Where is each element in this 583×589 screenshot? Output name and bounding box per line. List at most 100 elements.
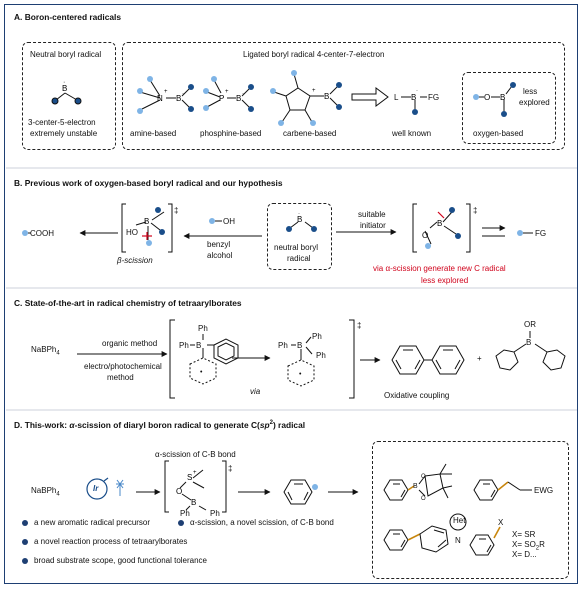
svg-text:B: B bbox=[62, 84, 67, 93]
svg-text:B: B bbox=[437, 219, 442, 228]
cooh-dot bbox=[22, 230, 28, 236]
amine-based-structure: N+ B· bbox=[137, 76, 194, 114]
oh-label: OH bbox=[223, 217, 235, 226]
section-c-title: C. State-of-the-art in radical chemistry… bbox=[14, 298, 242, 308]
svg-text:N: N bbox=[157, 94, 163, 103]
neutral-boryl-box bbox=[22, 42, 116, 150]
bullet-text-4: broad substrate scope, good functional t… bbox=[34, 556, 208, 565]
svg-text:B: B bbox=[144, 217, 149, 226]
ph-c2: Ph bbox=[179, 341, 189, 350]
dagger-c: ‡ bbox=[357, 321, 362, 330]
pyridine-n-label: N bbox=[455, 536, 461, 545]
carbene-based-structure: B+ bbox=[270, 70, 342, 126]
biphenyl-structure bbox=[391, 345, 465, 375]
bracket-c-left bbox=[169, 319, 175, 399]
svg-text:·: · bbox=[416, 88, 418, 94]
organic-method-label: organic method bbox=[102, 339, 158, 348]
oxidative-coupling-label: Oxidative coupling bbox=[384, 391, 450, 400]
light-bulb-icon bbox=[116, 479, 124, 496]
svg-text:O: O bbox=[421, 496, 426, 502]
radical-label-b: radical bbox=[287, 254, 311, 263]
svg-text:•: • bbox=[299, 371, 302, 378]
bracket-c-right bbox=[349, 319, 355, 399]
oxygen-based-label: oxygen-based bbox=[473, 129, 524, 138]
bullet-dot-3 bbox=[22, 539, 28, 545]
ligated-boryl-box bbox=[122, 42, 565, 150]
products-box bbox=[372, 441, 569, 579]
bracket-d-left bbox=[164, 460, 169, 513]
product-pyridine bbox=[383, 513, 467, 553]
electro-label-1: electro/photochemical bbox=[84, 362, 162, 371]
section-d-title: D. This-work: α-scission of diaryl boron… bbox=[14, 419, 306, 430]
fg-label-a: FG bbox=[428, 93, 440, 102]
svg-text:O: O bbox=[422, 231, 428, 240]
section-a-title: A. Boron-centered radicals bbox=[14, 12, 122, 22]
neutral-boryl-label-b: neutral boryl bbox=[274, 243, 319, 252]
nabph4-d: NaBPh4 bbox=[31, 486, 60, 498]
via-label: via bbox=[250, 387, 261, 396]
svg-text:+: + bbox=[193, 470, 197, 476]
suitable-label: suitable bbox=[358, 210, 386, 219]
alpha-scission-structure: B O bbox=[412, 203, 471, 253]
well-known-structure: B· bbox=[401, 88, 427, 115]
svg-text:+: + bbox=[164, 89, 168, 95]
neutral-boryl-line2: extremely unstable bbox=[30, 129, 98, 138]
svg-text:B: B bbox=[236, 94, 241, 103]
bullet-dot-2 bbox=[178, 520, 184, 526]
bullet-text-2: α-scission, a novel scission, of C-B bon… bbox=[190, 518, 334, 527]
alpha-scission-red-1: via α-scission generate new C radical bbox=[373, 264, 506, 273]
neutral-boryl-structure: B· bbox=[51, 79, 82, 105]
nabph4-c: NaBPh4 bbox=[31, 345, 60, 357]
xd-label: X= D... bbox=[512, 550, 537, 559]
figure-frame bbox=[4, 4, 578, 584]
neutral-boryl-b-structure: B· bbox=[286, 211, 317, 232]
ligand-L-label: L bbox=[394, 93, 399, 102]
svg-text:+: + bbox=[225, 89, 229, 95]
beta-scission-label: β-scission bbox=[117, 256, 153, 265]
ph-c5: Ph bbox=[316, 351, 326, 360]
ph-d2: Ph bbox=[210, 509, 220, 518]
carbene-label: carbene-based bbox=[283, 129, 337, 138]
xsr-label: X= SR bbox=[512, 530, 536, 539]
svg-text:·: · bbox=[63, 79, 65, 86]
product-bpin: B OO bbox=[383, 463, 453, 502]
het-label: Het bbox=[453, 516, 466, 525]
svg-text:O: O bbox=[421, 474, 426, 480]
dagger-b1: ‡ bbox=[174, 206, 179, 215]
ph-c4: Ph bbox=[312, 332, 322, 341]
oxygen-based-box bbox=[462, 72, 556, 144]
svg-text:B: B bbox=[411, 93, 416, 102]
open-arrow-a bbox=[351, 87, 389, 107]
dagger-b2: ‡ bbox=[473, 206, 478, 215]
svg-text:B: B bbox=[324, 92, 329, 101]
ir-catalyst-label: Ir bbox=[93, 484, 99, 493]
less-label: less bbox=[523, 87, 538, 96]
bullet-dot-1 bbox=[22, 520, 28, 526]
electro-label-2: method bbox=[107, 373, 134, 382]
neutral-boryl-line1: 3-center-5-electron bbox=[28, 118, 96, 127]
borate-structure-c: • bbox=[189, 334, 239, 385]
svg-text:·: · bbox=[298, 211, 300, 217]
svg-text:·: · bbox=[242, 91, 244, 97]
product-ewg bbox=[473, 479, 532, 501]
ligated-boryl-title: Ligated boryl radical 4-center-7-electro… bbox=[243, 50, 385, 59]
diaryl-borinate-structure bbox=[495, 331, 566, 371]
beta-scission-structure: B bbox=[121, 203, 173, 253]
benzyl-label: benzyl bbox=[207, 240, 231, 249]
dagger-d: ‡ bbox=[228, 464, 233, 473]
x-label: X bbox=[498, 518, 504, 527]
amine-label: amine-based bbox=[130, 129, 177, 138]
bullet-text-3: a novel reaction process of tetraarylbor… bbox=[34, 537, 188, 546]
svg-text:·: · bbox=[182, 91, 184, 97]
svg-text:B: B bbox=[176, 94, 181, 103]
bracket-d-right bbox=[222, 460, 227, 513]
ir-circle-arrow bbox=[103, 477, 109, 482]
phosphine-label: phosphine-based bbox=[200, 129, 262, 138]
benzyl-dot bbox=[209, 218, 215, 224]
svg-text:B: B bbox=[500, 93, 505, 102]
alcohol-label: alcohol bbox=[207, 251, 233, 260]
neutral-boryl-title: Neutral boryl radical bbox=[30, 50, 102, 59]
phosphine-based-structure: P+ B· bbox=[203, 76, 254, 112]
